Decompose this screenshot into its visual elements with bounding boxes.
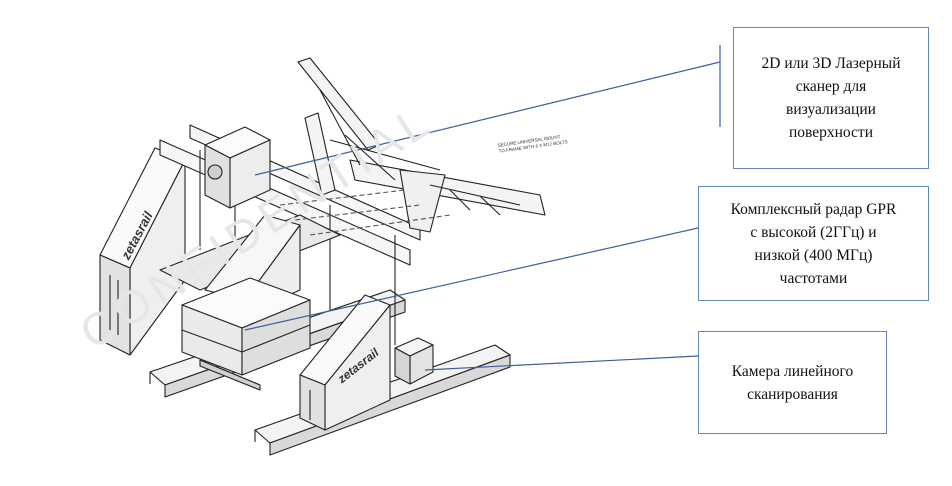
gpr-radar-unit bbox=[181, 277, 311, 391]
right-housing bbox=[299, 294, 391, 431]
leader-line-camera bbox=[424, 355, 699, 371]
line-scan-camera bbox=[394, 337, 434, 385]
laser-scanner-unit bbox=[204, 126, 271, 209]
lifting-arm bbox=[297, 57, 546, 233]
callout-gpr-radar: Комплексный радар GPR с высокой (2ГГц) и… bbox=[698, 186, 929, 301]
callout-line-scan-camera: Камера линейного сканирования bbox=[698, 331, 887, 434]
callout-laser-scanner: 2D или 3D Лазерный сканер для визуализац… bbox=[733, 27, 929, 169]
leader-line-laser bbox=[254, 61, 721, 176]
leader-line-gpr bbox=[244, 227, 699, 331]
mount-dash-lines bbox=[279, 189, 451, 236]
